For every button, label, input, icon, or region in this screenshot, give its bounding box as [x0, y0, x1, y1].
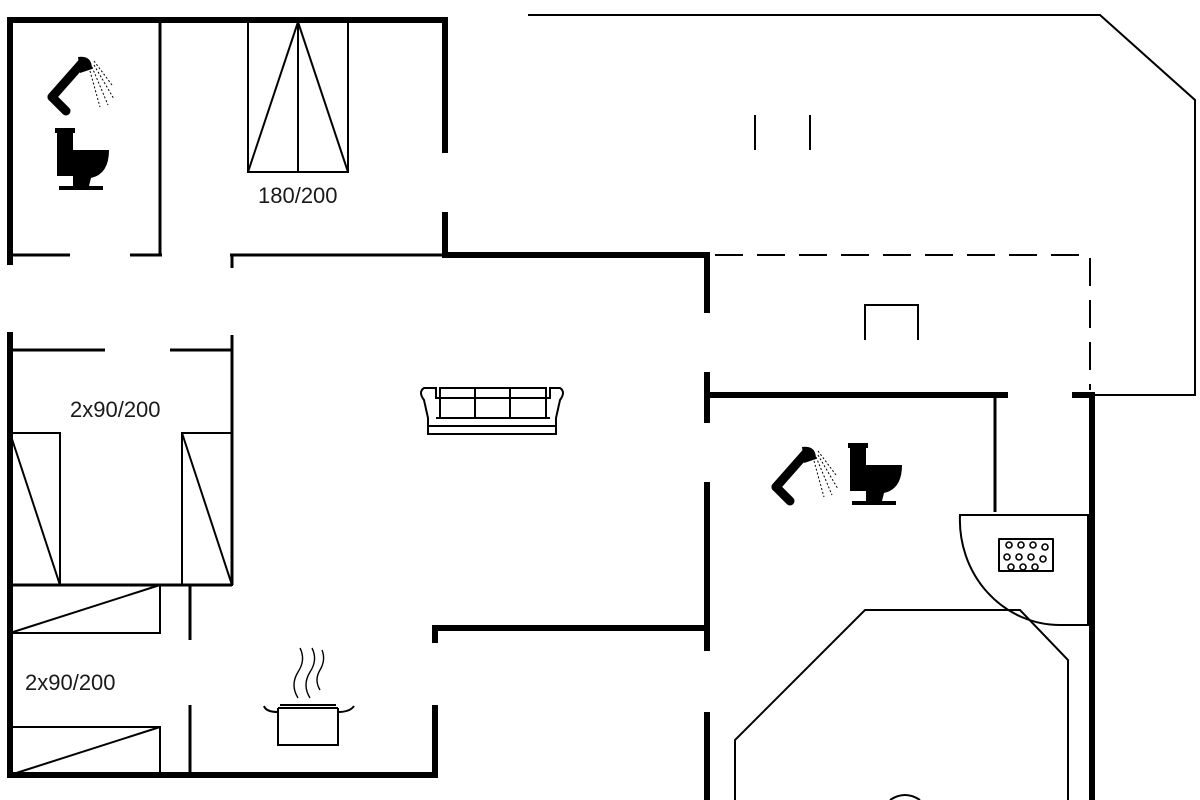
bed-size-label-room-a: 2x90/200 — [70, 397, 161, 422]
bed-master — [247, 21, 349, 173]
bed-size-label-room-b: 2x90/200 — [25, 670, 116, 695]
terrace-outline — [528, 14, 1196, 396]
hot-tub-area — [958, 514, 1089, 627]
toilet-icon — [55, 128, 109, 190]
bed-size-label-master: 180/200 — [258, 183, 338, 208]
shower-icon — [47, 56, 115, 116]
sofa-icon — [420, 387, 564, 435]
shower-icon — [771, 446, 839, 506]
cooking-pot-icon — [263, 647, 355, 746]
octagonal-room — [734, 609, 1069, 800]
bed-room-a — [9, 432, 233, 586]
walls — [7, 17, 1095, 800]
toilet-icon — [848, 443, 902, 505]
hot-tub-icon — [998, 538, 1054, 572]
bed-room-b — [9, 584, 161, 776]
